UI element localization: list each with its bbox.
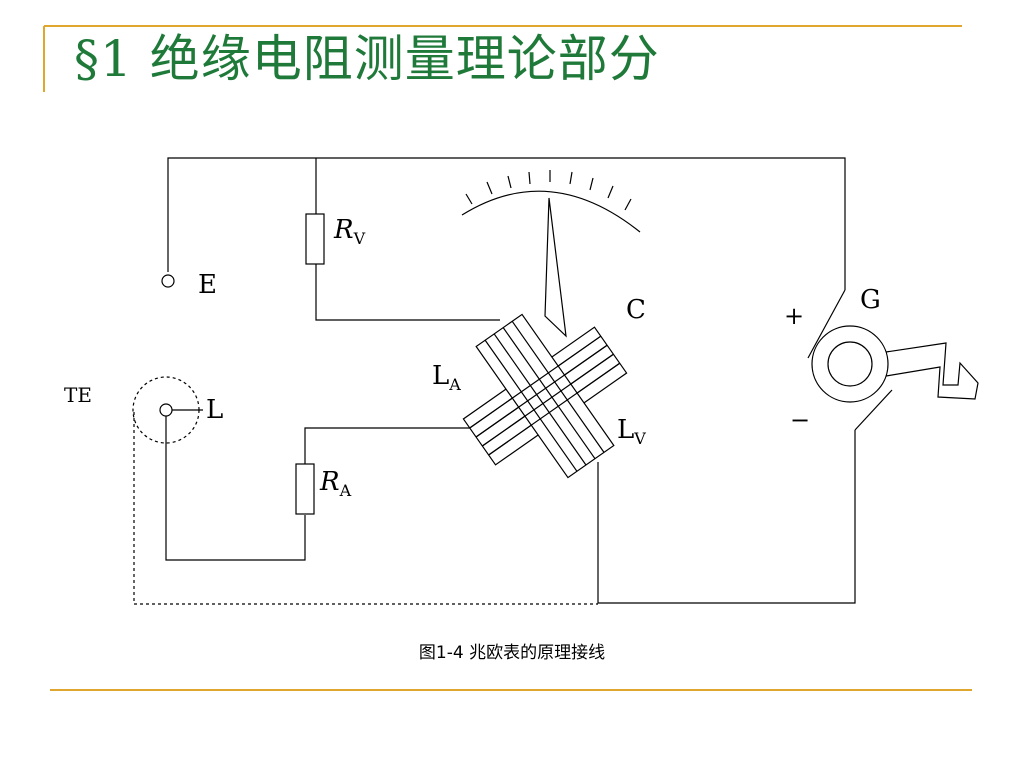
label-lv: LV xyxy=(617,415,646,448)
wire-l xyxy=(165,409,470,561)
meter-scale-arc xyxy=(461,190,641,233)
wire-top xyxy=(167,157,846,290)
label-la: LA xyxy=(432,361,461,394)
label-te: TE xyxy=(64,383,92,407)
figure-caption: 图1-4 兆欧表的原理接线 xyxy=(418,643,606,663)
terminal-e xyxy=(161,274,175,288)
wire-rv-branch xyxy=(315,158,500,321)
label-c: C xyxy=(626,295,646,325)
label-minus: − xyxy=(790,406,810,434)
wire-bottom xyxy=(597,430,856,604)
label-e: E xyxy=(198,270,217,300)
generator-g xyxy=(807,289,979,431)
meter-scale-ticks xyxy=(465,170,632,211)
slide-title: §1 绝缘电阻测量理论部分 xyxy=(74,30,660,88)
generator-crank-handle xyxy=(885,342,979,400)
label-plus: + xyxy=(784,302,804,330)
resistor-rv xyxy=(305,213,325,265)
meter-pointer xyxy=(544,197,567,338)
wire-guard-dashed xyxy=(133,412,598,605)
label-l: L xyxy=(206,395,223,425)
coil-lv xyxy=(469,313,621,479)
resistor-ra xyxy=(295,463,315,515)
terminal-l xyxy=(159,403,173,417)
label-g: G xyxy=(860,285,881,315)
label-rv: RV xyxy=(333,215,366,248)
label-ra: RA xyxy=(319,467,352,500)
